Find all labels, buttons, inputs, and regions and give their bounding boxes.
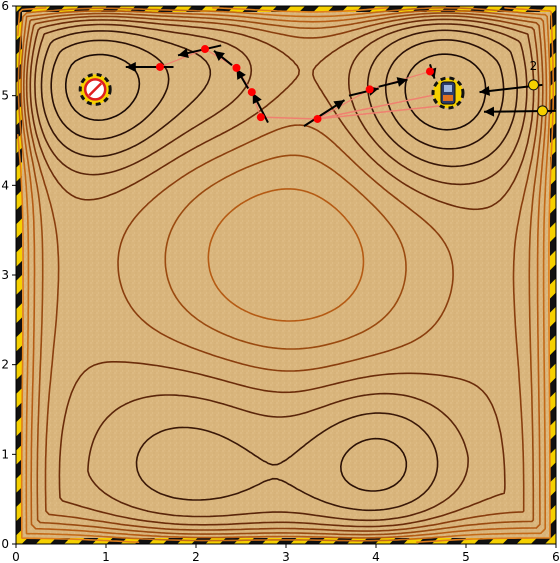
- arrowhead: [396, 77, 408, 87]
- robot-screen: [444, 84, 452, 92]
- contour-line: [34, 23, 528, 522]
- contour-line: [40, 29, 518, 512]
- contour-line: [23, 12, 544, 536]
- path-point: [256, 113, 265, 122]
- arrowhead: [479, 85, 491, 96]
- goal-marker: [537, 105, 548, 117]
- arrowhead: [252, 92, 262, 105]
- arrowhead: [125, 61, 136, 72]
- y-tick-label: 6: [1, 0, 9, 13]
- path-point: [156, 62, 164, 71]
- contour-line: [25, 15, 540, 532]
- x-tick-label: 4: [372, 550, 380, 563]
- ray-line: [317, 90, 453, 120]
- goal-markers: 2: [528, 59, 548, 117]
- x-tick-label: 0: [12, 550, 20, 563]
- sand-field: [22, 12, 550, 538]
- ray-line: [317, 103, 453, 120]
- direction-arrows: [125, 44, 557, 127]
- x-tick-label: 3: [282, 550, 290, 563]
- contour-line: [50, 39, 505, 492]
- path-point: [365, 85, 374, 94]
- path-point: [247, 88, 256, 97]
- path-point: [426, 67, 434, 76]
- contour-line: [20, 9, 548, 539]
- landmarks: [78, 72, 465, 110]
- x-tick-label: 2: [192, 550, 200, 563]
- y-tick-label: 4: [1, 178, 9, 192]
- y-tick-label: 5: [1, 89, 9, 103]
- y-tick-label: 3: [1, 268, 9, 282]
- no-entry-sign-icon: [78, 72, 112, 106]
- x-tick-label: 1: [102, 550, 110, 563]
- x-tick-label: 6: [552, 550, 560, 563]
- no-entry-bar: [88, 82, 103, 97]
- arrowhead: [333, 100, 345, 110]
- contour-line: [17, 7, 554, 543]
- path-segment: [317, 88, 370, 120]
- path-segment: [159, 48, 206, 68]
- contour-line: [65, 53, 487, 131]
- x-axis: 0 1 2 3 4 5 6: [12, 544, 560, 563]
- path-point: [201, 45, 209, 54]
- contour-line: [17, 7, 551, 542]
- ray-line: [260, 116, 318, 120]
- goal-marker: [528, 79, 539, 91]
- path-point: [313, 114, 322, 123]
- y-tick-label: 0: [1, 537, 9, 551]
- arrowhead: [178, 48, 189, 58]
- arrowhead: [214, 50, 225, 61]
- goal-marker-label: 2: [530, 59, 538, 73]
- y-axis: 0 1 2 3 4 5 6: [1, 0, 16, 551]
- x-tick-label: 5: [462, 550, 470, 563]
- contour-lines: [17, 7, 554, 543]
- robot-icon: [431, 76, 465, 110]
- arrowhead: [236, 68, 246, 80]
- path-points: [156, 45, 434, 123]
- arrowhead: [484, 106, 495, 117]
- robot-panel: [443, 94, 453, 101]
- y-tick-label: 2: [1, 358, 9, 372]
- contour-line: [29, 18, 535, 528]
- path-point: [232, 63, 241, 72]
- y-tick-label: 1: [1, 447, 9, 461]
